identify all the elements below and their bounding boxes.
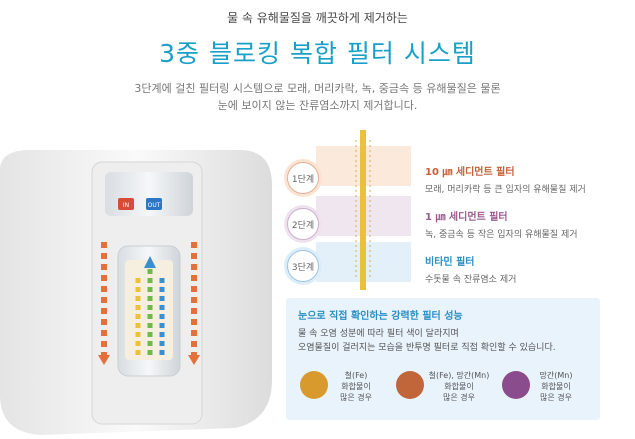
swatch-fe-mn-line-2: 화합물이: [444, 382, 474, 391]
stage-badge-3-text: 3단계: [291, 262, 315, 273]
swatch-fe-line-3: 많은 경우: [340, 393, 372, 402]
swatch-fe: [300, 371, 328, 399]
swatch-mn-line-3: 많은 경우: [540, 393, 572, 402]
desc-line-2: 눈에 보이지 않는 잔류염소까지 제거합니다.: [217, 99, 418, 112]
stage-2-desc: 녹, 중금속 등 작은 입자의 유해물질 제거: [425, 230, 578, 240]
stage-info-1: 10 ㎛ 세디먼트 필터 모래, 머리카락 등 큰 입자의 유해물질 제거: [425, 163, 586, 195]
stage-badge-2: 2단계: [287, 208, 319, 240]
stage-badge-1-text: 1단계: [291, 174, 315, 185]
swatch-fe-label: 철(Fe) 화합물이 많은 경우: [326, 370, 386, 403]
swatch-fe-mn-label: 철(Fe), 망간(Mn) 화합물이 많은 경우: [424, 370, 494, 403]
swatch-fe-mn-line-1: 철(Fe), 망간(Mn): [428, 371, 490, 380]
stage-1-title: 10 ㎛ 세디먼트 필터: [425, 167, 515, 178]
swatch-fe-line-1: 철(Fe): [344, 371, 368, 380]
out-port: [146, 198, 162, 210]
box-text: 물 속 오염 성분에 따라 필터 색이 달라지며 오염물질이 걸러지는 모습을 …: [298, 327, 556, 355]
stage-2-title: 1 ㎛ 세디먼트 필터: [425, 212, 508, 223]
filter-section-column: [316, 130, 411, 290]
swatch-fe-mn: [396, 371, 424, 399]
in-port: [118, 198, 134, 210]
header-subtitle: 물 속 유해물질을 깨끗하게 제거하는: [227, 11, 408, 25]
header-description: 3단계에 걸친 필터링 시스템으로 모래, 머리카락, 녹, 중금속 등 유해물…: [0, 80, 635, 114]
box-title: 눈으로 직접 확인하는 강력한 필터 성능: [298, 311, 463, 322]
filter-device-graphic: IN OUT: [0, 150, 272, 435]
flow-arrows: [98, 242, 200, 365]
swatch-mn: [502, 371, 530, 399]
stage-1-desc: 모래, 머리카락 등 큰 입자의 유해물질 제거: [425, 185, 586, 195]
stage-3-desc: 수돗물 속 잔류염소 제거: [425, 275, 517, 285]
stage-info-2: 1 ㎛ 세디먼트 필터 녹, 중금속 등 작은 입자의 유해물질 제거: [425, 208, 578, 240]
stage-3-title: 비타민 필터: [425, 257, 475, 268]
box-line-2: 오염물질이 걸러지는 모습을 반투명 필터로 직접 확인할 수 있습니다.: [298, 343, 556, 353]
stage-badge-2-text: 2단계: [291, 220, 315, 231]
stage-info-3: 비타민 필터 수돗물 속 잔류염소 제거: [425, 253, 516, 285]
swatch-fe-mn-line-3: 많은 경우: [443, 393, 475, 402]
swatch-fe-line-2: 화합물이: [341, 382, 371, 391]
filter-device-illustration: IN OUT: [0, 150, 275, 435]
swatch-mn-line-1: 망간(Mn): [539, 371, 573, 380]
desc-line-1: 3단계에 걸친 필터링 시스템으로 모래, 머리카락, 녹, 중금속 등 유해물…: [134, 82, 501, 95]
out-label: OUT: [148, 202, 161, 209]
filter-performance-box: 눈으로 직접 확인하는 강력한 필터 성능 물 속 오염 성분에 따라 필터 색…: [286, 298, 600, 420]
in-label: IN: [123, 202, 129, 209]
swatch-mn-line-2: 화합물이: [541, 382, 571, 391]
filter-section-graphic: [316, 130, 411, 290]
page-title: 3중 블로킹 복합 필터 시스템: [159, 39, 476, 68]
box-line-1: 물 속 오염 성분에 따라 필터 색이 달라지며: [298, 329, 459, 339]
stage-badge-3: 3단계: [287, 250, 319, 282]
swatch-mn-label: 망간(Mn) 화합물이 많은 경우: [526, 370, 586, 403]
stage-badge-1: 1단계: [287, 162, 319, 194]
